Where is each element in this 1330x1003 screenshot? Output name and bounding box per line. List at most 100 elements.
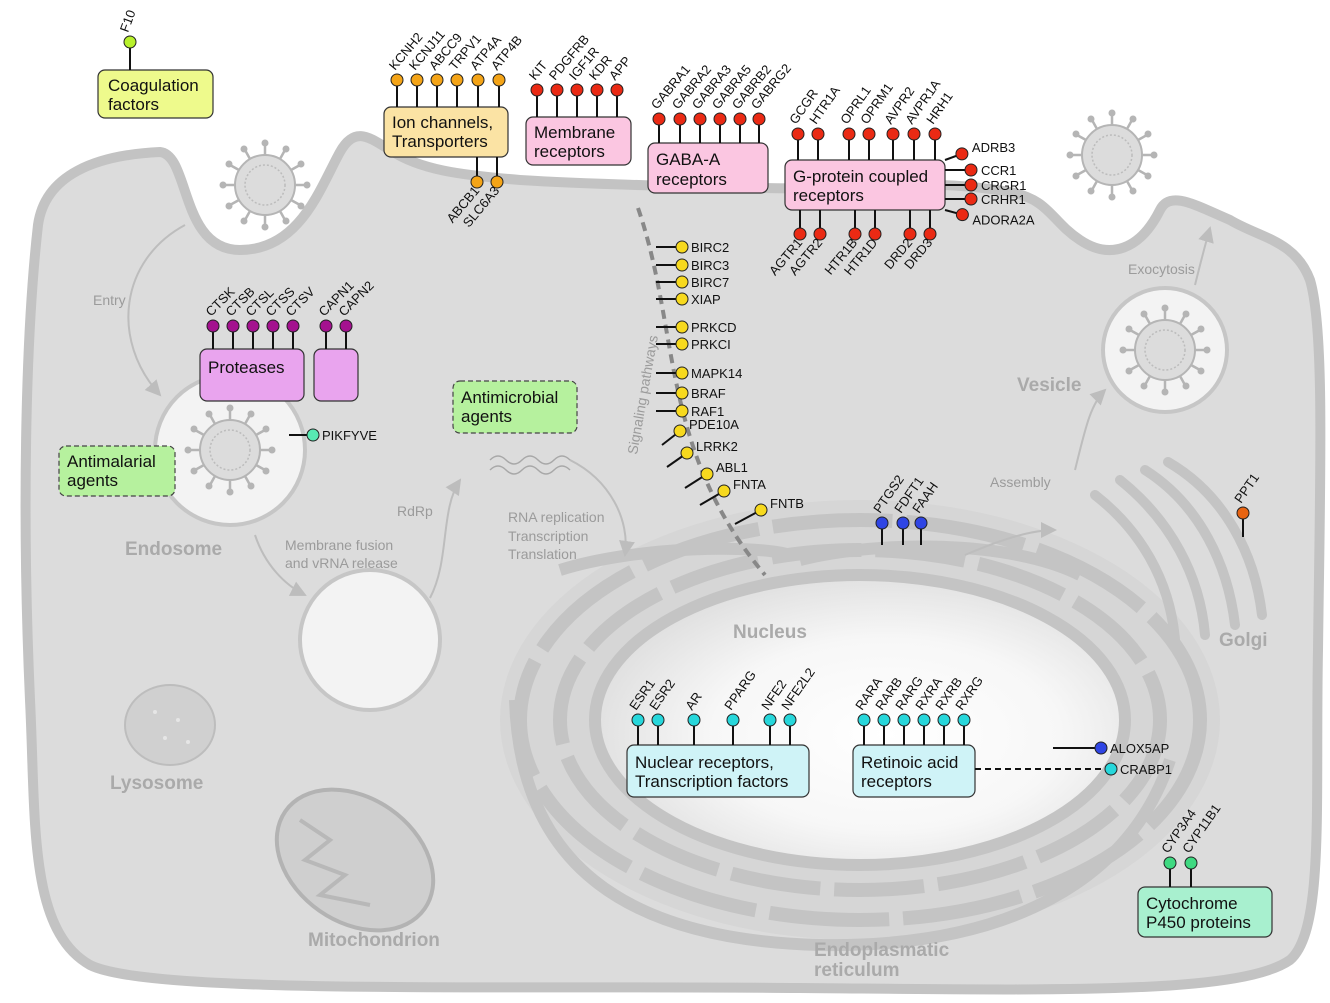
gene-pin-head <box>570 83 584 97</box>
gene-pin-head <box>306 428 320 442</box>
coagulation-factors-box: Coagulation factors <box>97 69 214 119</box>
gene-pin-head <box>752 112 766 126</box>
gene-label-fnta: FNTA <box>733 477 766 492</box>
gene-pin-head <box>842 127 856 141</box>
gene-label-ccr1: CCR1 <box>981 163 1016 178</box>
gene-pin-head <box>763 713 777 727</box>
gene-pin-head <box>266 319 280 333</box>
gene-pin-xiap: XIAP <box>656 292 721 307</box>
gene-label-fntb: FNTB <box>770 496 804 511</box>
retinoic-acid-receptors-box: Retinoic acid receptors <box>852 744 976 798</box>
gaba-a-line1: GABA-A <box>656 150 721 169</box>
antimicrobial-line1: Antimicrobial <box>461 388 558 407</box>
gene-pin-head <box>339 319 353 333</box>
gene-pin-head <box>675 337 689 351</box>
gene-pin-head <box>897 713 911 727</box>
ion-channels-box: Ion channels, Transporters <box>383 106 509 158</box>
gene-pin-head <box>783 713 797 727</box>
gene-pin-head <box>877 713 891 727</box>
gene-pin-head <box>733 112 747 126</box>
er-label-line2: reticulum <box>814 960 900 981</box>
gpcr-line1: G-protein coupled <box>793 167 928 186</box>
gaba-a-line2: receptors <box>656 170 727 189</box>
gene-pin-head <box>675 258 689 272</box>
gene-pin-head <box>286 319 300 333</box>
gene-pin-head <box>430 73 444 87</box>
gene-label-prkcd: PRKCD <box>691 320 737 335</box>
gene-pin-head <box>673 424 687 438</box>
gene-pin-head <box>675 292 689 306</box>
coagulation-line2: factors <box>108 95 159 114</box>
gene-label-crgr1: CRGR1 <box>981 178 1027 193</box>
gene-pin-adrb3: ADRB3 <box>944 140 1015 161</box>
retinoic-line1: Retinoic acid <box>861 753 958 772</box>
gene-pin-head <box>955 208 969 222</box>
nuclear-line1: Nuclear receptors, <box>635 753 774 772</box>
rna-label-line3: Translation <box>508 546 577 562</box>
gene-pin-crabp1: CRABP1 <box>975 762 1172 777</box>
assembly-label: Assembly <box>990 474 1051 490</box>
gene-pin-raf1: RAF1 <box>656 404 724 419</box>
gene-pin-head <box>811 127 825 141</box>
gene-pin-head <box>319 319 333 333</box>
lysosome <box>124 684 216 766</box>
gaba-a-box: GABA-A receptors <box>647 142 769 194</box>
fusion-label-line2: and vRNA release <box>285 555 398 571</box>
gene-pin-head <box>390 73 404 87</box>
gene-pin-head <box>410 73 424 87</box>
gene-pin-pikfyve: PIKFYVE <box>289 428 377 443</box>
gene-pin-head <box>964 192 978 206</box>
gene-pin-head <box>675 240 689 254</box>
gene-label-xiap: XIAP <box>691 292 721 307</box>
gene-pin-crhr1: CRHR1 <box>945 192 1026 207</box>
gene-pin-head <box>123 35 137 49</box>
nucleus-label: Nucleus <box>733 622 807 643</box>
gene-pin-head <box>470 175 484 189</box>
gene-pin-head <box>964 178 978 192</box>
gene-pin-prkcd: PRKCD <box>656 320 737 335</box>
lysosome-label: Lysosome <box>110 773 203 794</box>
gene-label-crabp1: CRABP1 <box>1120 762 1172 777</box>
gene-pin-fnta: FNTA <box>699 477 766 506</box>
gene-pin-head <box>673 112 687 126</box>
gene-pin-birc7: BIRC7 <box>656 275 729 290</box>
gene-pin-head <box>1236 506 1250 520</box>
gene-label-raf1: RAF1 <box>691 404 724 419</box>
gene-pin-kit: KIT <box>526 58 550 117</box>
gene-pin-head <box>675 275 689 289</box>
gene-pin-head <box>693 112 707 126</box>
gene-pin-head <box>896 516 910 530</box>
calpains-box <box>313 348 359 402</box>
gene-pin-head <box>923 227 937 241</box>
gene-label-birc3: BIRC3 <box>691 258 729 273</box>
cytochrome-line2: P450 proteins <box>1146 913 1251 932</box>
gene-pin-head <box>937 713 951 727</box>
gene-pin-head <box>791 127 805 141</box>
gene-pin-head <box>1094 741 1108 755</box>
gene-pin-f10: F10 <box>117 8 138 70</box>
gene-pin-head <box>717 484 731 498</box>
golgi-apparatus <box>1090 457 1267 645</box>
er-label-line1: Endoplasmatic <box>814 940 950 961</box>
gene-pin-head <box>246 319 260 333</box>
gene-pin-head <box>903 227 917 241</box>
gene-pin-head <box>907 127 921 141</box>
proteases-label: Proteases <box>208 358 285 377</box>
gene-label-braf: BRAF <box>691 386 726 401</box>
golgi-label: Golgi <box>1219 630 1268 651</box>
gene-pin-head <box>675 366 689 380</box>
cytochrome-box: Cytochrome P450 proteins <box>1137 886 1273 938</box>
rdrp-label: RdRp <box>397 503 433 519</box>
gene-label-crhr1: CRHR1 <box>981 192 1026 207</box>
nuclear-line2: Transcription factors <box>635 772 788 791</box>
proteases-box: Proteases <box>199 348 305 402</box>
mitochondrion-label: Mitochondrion <box>308 930 440 951</box>
membrane-receptors-box: Membrane receptors <box>525 116 632 166</box>
gene-label-prkci: PRKCI <box>691 337 731 352</box>
gene-pin-head <box>964 163 978 177</box>
gene-pin-head <box>590 83 604 97</box>
endoplasmic-reticulum <box>509 540 1176 952</box>
gene-pin-head <box>862 127 876 141</box>
gene-label-lrrk2: LRRK2 <box>696 439 738 454</box>
